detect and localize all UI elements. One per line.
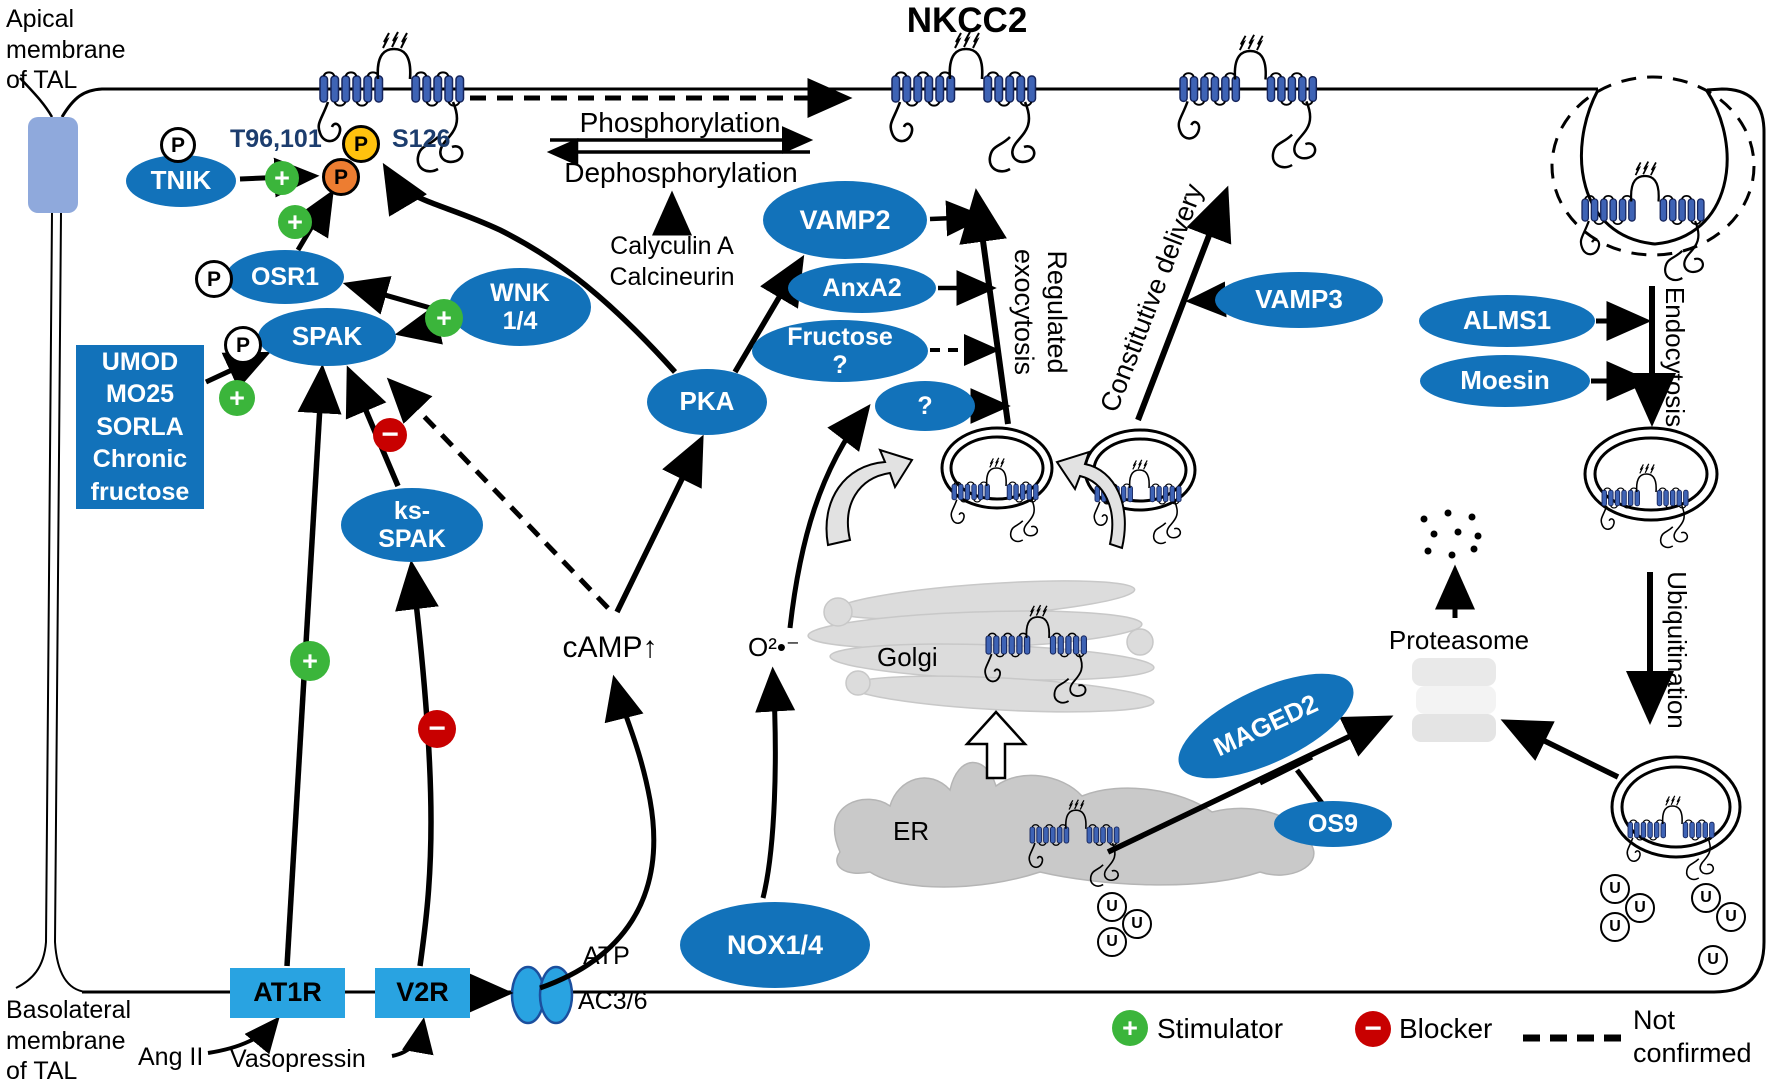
wnk-oval: WNK 1/4 bbox=[449, 268, 591, 346]
os9-oval: OS9 bbox=[1274, 801, 1392, 847]
dephosphorylation-label: Dephosphorylation bbox=[564, 157, 798, 188]
er-ubiquitin-icon: U bbox=[1097, 892, 1127, 922]
tnik-stimulator-icon: + bbox=[265, 161, 299, 195]
er-to-golgi-block-arrow bbox=[964, 710, 1028, 780]
os9-block-bar bbox=[1258, 754, 1314, 786]
osr1-phospho-icon: P bbox=[195, 260, 233, 298]
ks-spak-oval: ks- SPAK bbox=[341, 488, 483, 562]
nkcc2-channels bbox=[317, 30, 1715, 887]
fructose-oval: Fructose ? bbox=[752, 320, 928, 382]
spak-oval: SPAK bbox=[258, 308, 396, 366]
vasopressin-v2r-arrow bbox=[391, 1017, 434, 1058]
endocytosis-dashed-pit bbox=[1550, 75, 1756, 257]
vesicle-ubiquitin-icon: U bbox=[1691, 883, 1721, 913]
degraded-peptide-dots bbox=[1420, 509, 1482, 559]
cell-outline bbox=[15, 77, 1766, 994]
apical-junction-anchor bbox=[28, 117, 78, 213]
vamp2-oval: VAMP2 bbox=[763, 181, 927, 259]
vesicle-ubiquitin-icon: U bbox=[1716, 902, 1746, 932]
anxa2-oval: AnxA2 bbox=[788, 263, 936, 313]
s126-site-label: S126 bbox=[392, 125, 451, 153]
osr1-stimulator-icon: + bbox=[278, 205, 312, 239]
tnik-phospho-icon: P bbox=[160, 127, 196, 163]
budding-swoosh-left bbox=[825, 448, 914, 547]
nox-oval: NOX1/4 bbox=[680, 902, 870, 988]
legend-blocker-icon: − bbox=[1355, 1011, 1391, 1047]
vesicles bbox=[940, 426, 1742, 859]
vasopressin-label: Vasopressin bbox=[230, 1045, 366, 1073]
golgi-label: Golgi bbox=[877, 642, 938, 672]
golgi-apparatus bbox=[807, 580, 1155, 713]
v2r-box: V2R bbox=[375, 968, 470, 1018]
basolateral-membrane-label: Basolateral membrane of TAL bbox=[6, 996, 132, 1082]
arrows bbox=[204, 78, 1676, 1058]
constitutive-delivery-arrow bbox=[1135, 185, 1232, 422]
camp-label: cAMP↑ bbox=[562, 631, 658, 664]
vesicle-ubiquitin-icon: U bbox=[1600, 912, 1630, 942]
vamp3-join-arrow bbox=[1185, 281, 1227, 318]
proteasome bbox=[1412, 658, 1496, 742]
s126-phospho-icon: P bbox=[342, 125, 380, 163]
ksspak-blocker-icon: − bbox=[373, 418, 407, 452]
budding-swoosh-right bbox=[1055, 450, 1126, 550]
at1r-box: AT1R bbox=[230, 968, 345, 1018]
ang2-label: Ang II bbox=[138, 1043, 204, 1071]
alms1-oval: ALMS1 bbox=[1419, 295, 1595, 347]
superoxide-unknown-arrow bbox=[787, 404, 871, 629]
atp-label: ATP bbox=[583, 942, 630, 970]
pka-oval: PKA bbox=[647, 369, 767, 435]
apical-membrane-label: Apical membrane of TAL bbox=[6, 5, 126, 94]
pka-s126-arrow bbox=[382, 162, 678, 374]
camp-spak-dashed-arrow bbox=[386, 377, 610, 610]
pka-vamp2-arrow bbox=[732, 254, 805, 374]
vamp2-join-arrow bbox=[929, 200, 987, 237]
camp-pka-arrow bbox=[614, 434, 704, 614]
ac36-enzyme bbox=[510, 965, 574, 1025]
ang2-at1r-arrow bbox=[207, 1016, 280, 1055]
endoplasmic-reticulum bbox=[833, 761, 1315, 888]
ac36-camp-arrow bbox=[539, 674, 657, 991]
regulated-exocytosis-arrow bbox=[959, 188, 1011, 425]
unknown-protein-oval: ? bbox=[875, 381, 975, 431]
osr1-oval: OSR1 bbox=[226, 250, 344, 304]
vesicle-ubiquitin-icon: U bbox=[1698, 945, 1728, 975]
os9-block-stem bbox=[1295, 768, 1324, 805]
vesicle-ubiquitin-icon: U bbox=[1625, 893, 1655, 923]
page-title: NKCC2 bbox=[906, 1, 1028, 40]
t96-site-label: T96,101 bbox=[230, 125, 322, 153]
tnik-oval: TNIK bbox=[126, 155, 236, 207]
t96-phospho-icon: P bbox=[322, 158, 360, 196]
vamp3-oval: VAMP3 bbox=[1215, 272, 1383, 328]
spak-phospho-icon: P bbox=[224, 326, 262, 364]
at1r-stimulator-icon: + bbox=[290, 641, 330, 681]
phosphorylation-label: Phosphorylation bbox=[579, 107, 781, 138]
umod-stimulator-icon: + bbox=[219, 380, 255, 416]
v2r-blocker-icon: − bbox=[418, 710, 456, 748]
regulated-exocytosis-label: Regulated exocytosis bbox=[1009, 248, 1072, 376]
legend-not-confirmed-label: Not confirmed bbox=[1633, 1005, 1752, 1068]
v2r-ksspak-arrow bbox=[395, 559, 439, 967]
vesicle-proteasome-arrow bbox=[1500, 719, 1620, 780]
osr1-phospho-arrow bbox=[293, 189, 334, 252]
vesicle-ubiquitin-icon: U bbox=[1600, 874, 1630, 904]
legend-stimulator-label: Stimulator bbox=[1157, 1013, 1284, 1044]
phosphatase-label: Calyculin A Calcineurin bbox=[609, 232, 735, 291]
er-ubiquitin-icon: U bbox=[1122, 909, 1152, 939]
umod-complex-box: UMOD MO25 SORLA Chronic fructose bbox=[76, 345, 204, 509]
proteasome-label: Proteasome bbox=[1388, 625, 1530, 655]
legend-stimulator-icon: + bbox=[1112, 1010, 1148, 1046]
endocytosis-label: Endocytosis bbox=[1659, 286, 1690, 428]
superoxide-label: O²•⁻ bbox=[748, 632, 800, 662]
nox-superoxide-arrow bbox=[755, 666, 796, 899]
ubiquitination-label: Ubiquitination bbox=[1661, 571, 1692, 729]
moesin-oval: Moesin bbox=[1420, 355, 1590, 407]
ac36-label: AC3/6 bbox=[578, 987, 648, 1015]
wnk-stimulator-icon: + bbox=[425, 299, 463, 337]
er-label: ER bbox=[893, 816, 930, 846]
er-ubiquitin-icon: U bbox=[1097, 927, 1127, 957]
legend-blocker-label: Blocker bbox=[1399, 1013, 1493, 1044]
maged2-proteasome-arrow bbox=[1106, 715, 1394, 855]
